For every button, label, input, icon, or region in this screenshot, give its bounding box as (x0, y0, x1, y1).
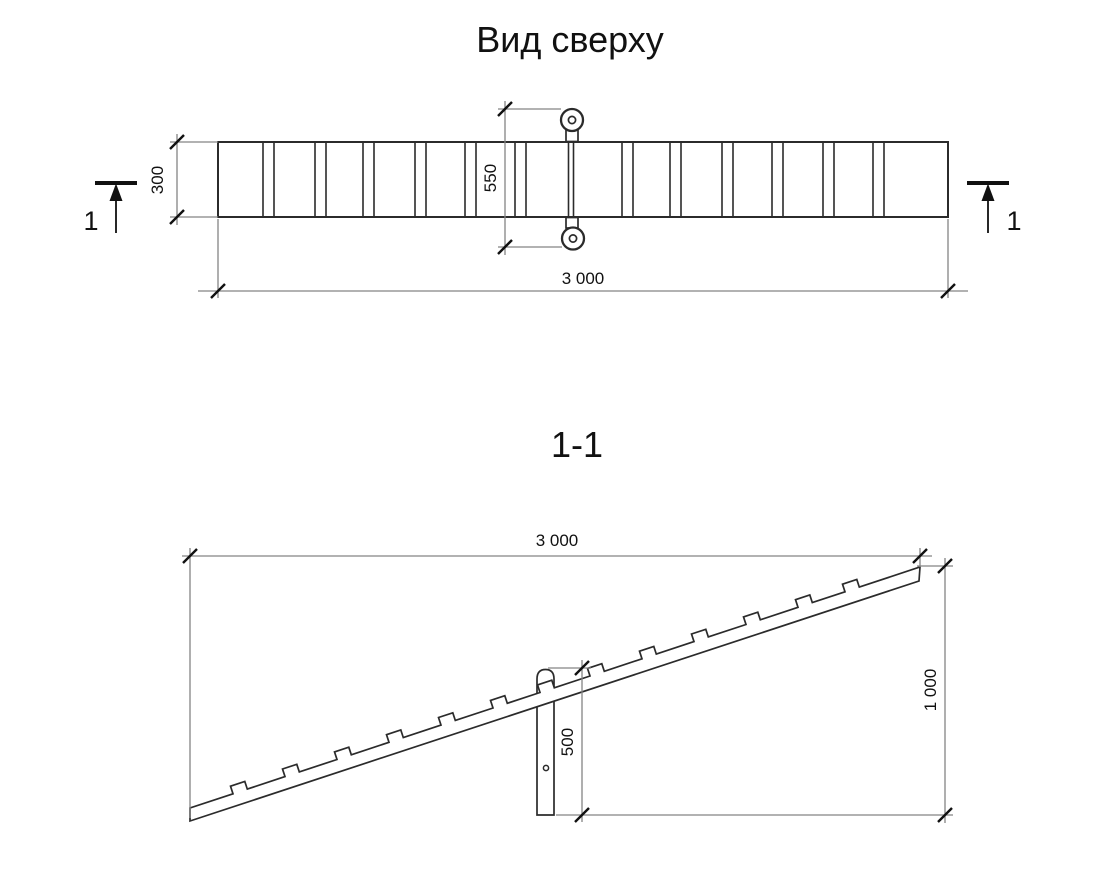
dimension-tick (912, 548, 928, 564)
dimension-tick (497, 239, 513, 255)
cleat (314, 141, 327, 218)
section-marker-right: 1 (967, 181, 1022, 236)
cleat (514, 141, 527, 218)
section-arrow-icon (109, 183, 123, 201)
section-marker-left: 1 (83, 181, 137, 236)
dimension-text-3000-section: 3 000 (536, 531, 579, 550)
cleat (721, 141, 734, 218)
dimension-text-1000: 1 000 (921, 669, 940, 712)
post-bolt-hole (542, 764, 550, 772)
cleat (669, 141, 682, 218)
dimension-550: 550 (481, 101, 562, 255)
plank-cleats (262, 141, 885, 218)
top-view-title: Вид сверху (476, 19, 664, 60)
section-view-title: 1-1 (551, 424, 603, 465)
dimension-tick (574, 660, 590, 676)
dimension-tick (937, 558, 953, 574)
cleat (822, 141, 835, 218)
dimension-text-300: 300 (148, 166, 167, 194)
cleat (464, 141, 477, 218)
dimension-300: 300 (148, 134, 218, 225)
dimension-tick (574, 807, 590, 823)
dimension-3000-top-view: 3 000 (198, 219, 968, 299)
dimension-text-500: 500 (558, 728, 577, 756)
dimension-tick (497, 101, 513, 117)
eye-handle-top-hole (567, 115, 577, 125)
plank-outline (217, 141, 949, 218)
dimension-tick (169, 134, 185, 150)
dimension-tick (169, 209, 185, 225)
section-label-right: 1 (1006, 206, 1021, 236)
top-view: Вид сверху (83, 19, 1022, 299)
dimension-tick (182, 548, 198, 564)
dimension-1000: 1 000 (556, 558, 953, 823)
cleat (262, 141, 275, 218)
cleat (621, 141, 634, 218)
eye-handle-bottom (560, 226, 586, 251)
dimension-text-3000: 3 000 (562, 269, 605, 288)
eye-handle-top (559, 107, 585, 133)
section-view: 1-1 3 000 1 000 (182, 424, 953, 823)
pivot-rod-assembly (559, 107, 586, 251)
dimension-text-550: 550 (481, 164, 500, 192)
cleat (872, 141, 885, 218)
dimension-3000-section: 3 000 (182, 531, 932, 818)
dimension-tick (937, 807, 953, 823)
eye-handle-bottom-hole (568, 234, 578, 243)
section-arrow-icon (981, 183, 995, 201)
cleat (771, 141, 784, 218)
cleat (362, 141, 375, 218)
ramp-board (189, 565, 921, 823)
dimension-500: 500 (548, 660, 591, 823)
cleat (414, 141, 427, 218)
dimension-tick (210, 283, 226, 299)
dimension-tick (940, 283, 956, 299)
section-label-left: 1 (83, 206, 98, 236)
